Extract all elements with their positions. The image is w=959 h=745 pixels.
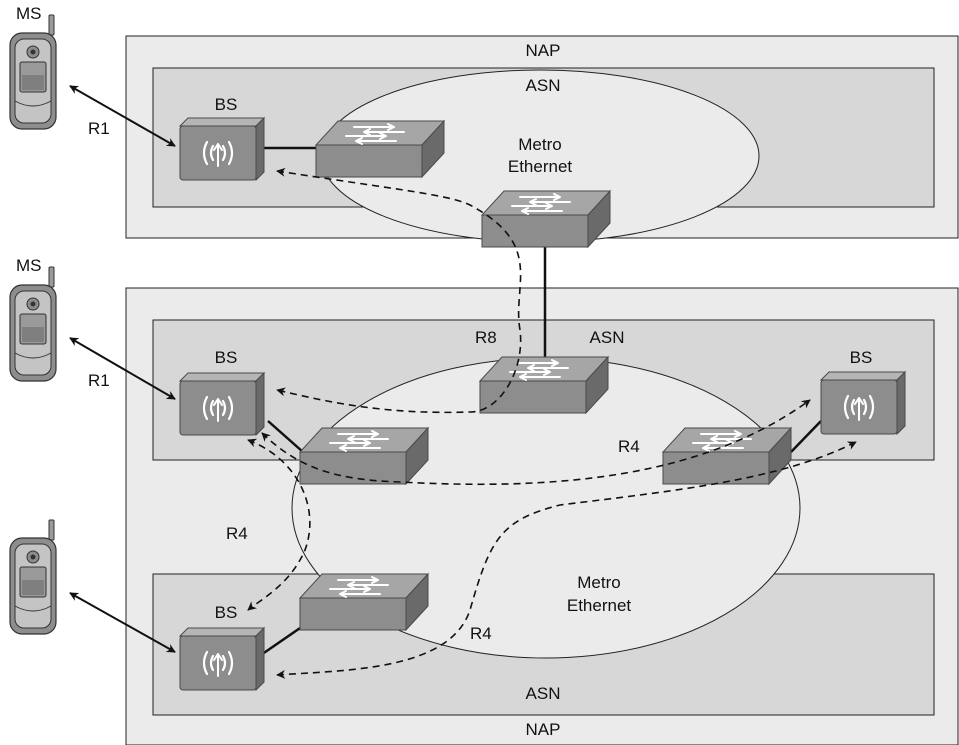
base-station-icon-mid xyxy=(178,371,266,437)
metro-ethernet-bottom-line2: Ethernet xyxy=(567,596,632,615)
r1-link-top xyxy=(69,85,176,147)
bs-label-top: BS xyxy=(215,95,238,114)
r1-label-top: R1 xyxy=(88,119,110,138)
ms-label-mid: MS xyxy=(16,256,42,275)
bs-label-bottom: BS xyxy=(215,603,238,622)
nap-label-top: NAP xyxy=(526,41,561,60)
bs-label-mid: BS xyxy=(215,348,238,367)
switch-icon-asn-bottom xyxy=(299,573,429,631)
asn-label-mid: ASN xyxy=(590,328,625,347)
base-station-icon-top xyxy=(178,116,266,182)
r8-label: R8 xyxy=(475,328,497,347)
switch-icon-top xyxy=(315,120,445,178)
mobile-phone-icon-top xyxy=(9,14,57,130)
r4-label-right: R4 xyxy=(618,437,640,456)
r4-label-left: R4 xyxy=(226,524,248,543)
metro-ethernet-top-line2: Ethernet xyxy=(508,157,573,176)
switch-icon-asn-mid-left xyxy=(299,427,429,485)
metro-ethernet-bottom-line1: Metro xyxy=(577,573,620,592)
r1-label-mid: R1 xyxy=(88,371,110,390)
mobile-phone-icon-bottom xyxy=(9,519,57,635)
asn-label-top: ASN xyxy=(526,76,561,95)
ms-label-top: MS xyxy=(16,4,42,23)
metro-ethernet-top-line1: Metro xyxy=(518,135,561,154)
switch-icon-asn-mid-center xyxy=(479,356,609,414)
switch-icon-asn-mid-right xyxy=(662,427,792,485)
base-station-icon-right xyxy=(819,370,907,436)
bs-label-right: BS xyxy=(850,348,873,367)
base-station-icon-bottom xyxy=(178,626,266,692)
r4-path-bottom-right xyxy=(276,441,857,679)
r1-link-bottom xyxy=(69,592,176,653)
switch-icon-core xyxy=(481,190,611,248)
r4-label-bottom: R4 xyxy=(470,624,492,643)
nap-label-bottom: NAP xyxy=(526,720,561,739)
r1-link-mid xyxy=(69,337,176,400)
mobile-phone-icon-mid xyxy=(9,266,57,382)
asn-label-bottom: ASN xyxy=(526,684,561,703)
r8-path xyxy=(276,167,522,414)
